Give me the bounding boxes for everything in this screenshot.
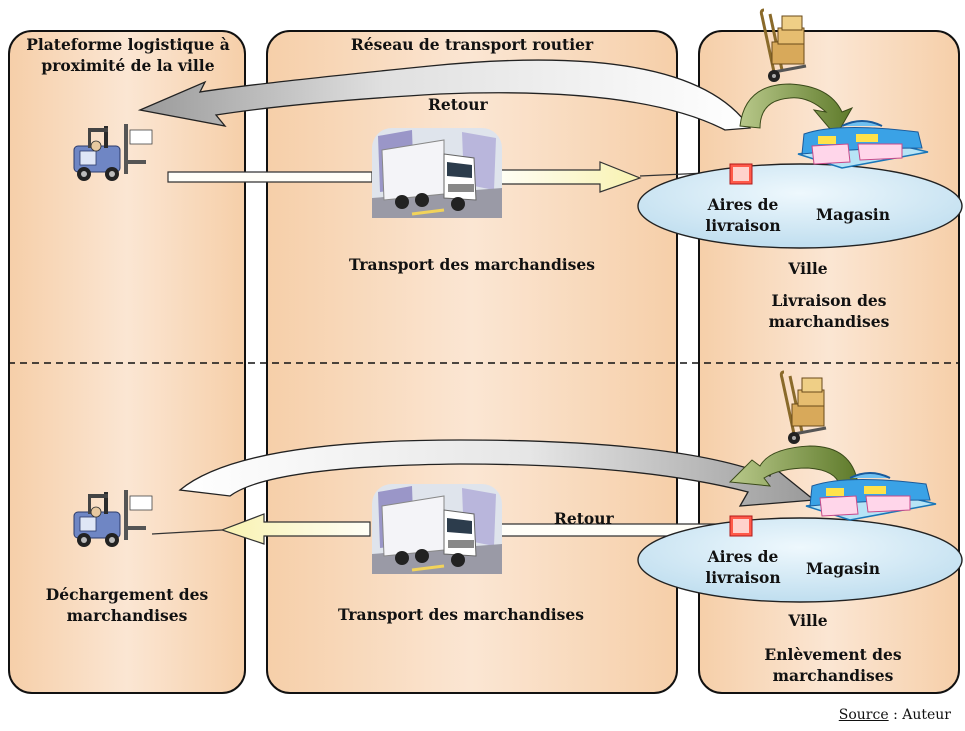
- truck-icon: [370, 126, 504, 220]
- store-label-top: Magasin: [816, 205, 890, 224]
- arrow-truck-to-platform: [220, 513, 371, 545]
- arrow-platform-to-truck: [167, 171, 373, 183]
- transport-label-bottom: Transport des marchandises: [337, 605, 584, 624]
- return-arrow-top: [137, 59, 752, 131]
- source-value: : Auteur: [888, 707, 951, 723]
- arrow-truck-to-city: [497, 161, 642, 193]
- arc-platform-to-city-bottom: [178, 439, 816, 507]
- source-note: Source : Auteur: [839, 707, 951, 723]
- delivery-caption: Livraison des marchandises: [768, 291, 890, 331]
- pickup-arrow-top: [739, 83, 854, 137]
- panel-title-road-network: Réseau de transport routier: [350, 35, 594, 54]
- return-label-bottom: Retour: [554, 509, 614, 528]
- delivery-areas-label-bottom: Aires de livraison: [705, 547, 781, 587]
- unloading-caption: Déchargement des marchandises: [45, 585, 209, 625]
- store-icon: [797, 120, 929, 169]
- city-ellipse-bottom: [637, 517, 963, 603]
- city-label-top: Ville: [788, 259, 828, 278]
- panel-title-logistics-platform: Plateforme logistique à proximité de la …: [26, 35, 230, 75]
- pickup-arrow-bottom: [728, 445, 859, 487]
- hand-truck-icon: [759, 8, 808, 84]
- pickup-caption: Enlèvement des marchandises: [764, 645, 902, 685]
- store-icon: [805, 472, 937, 521]
- source-label: Source: [838, 707, 889, 723]
- forklift-icon: [73, 123, 153, 182]
- delivery-area-icon: [729, 163, 753, 185]
- transport-label-top: Transport des marchandises: [348, 255, 595, 274]
- truck-icon: [370, 482, 504, 576]
- hand-truck-icon: [779, 370, 828, 446]
- city-label-bottom: Ville: [788, 611, 828, 630]
- forklift-icon: [73, 489, 153, 548]
- city-ellipse-top: [637, 163, 963, 249]
- store-label-bottom: Magasin: [806, 559, 880, 578]
- delivery-areas-label-top: Aires de livraison: [705, 195, 781, 235]
- delivery-area-icon: [729, 515, 753, 537]
- return-label-top: Retour: [428, 95, 488, 114]
